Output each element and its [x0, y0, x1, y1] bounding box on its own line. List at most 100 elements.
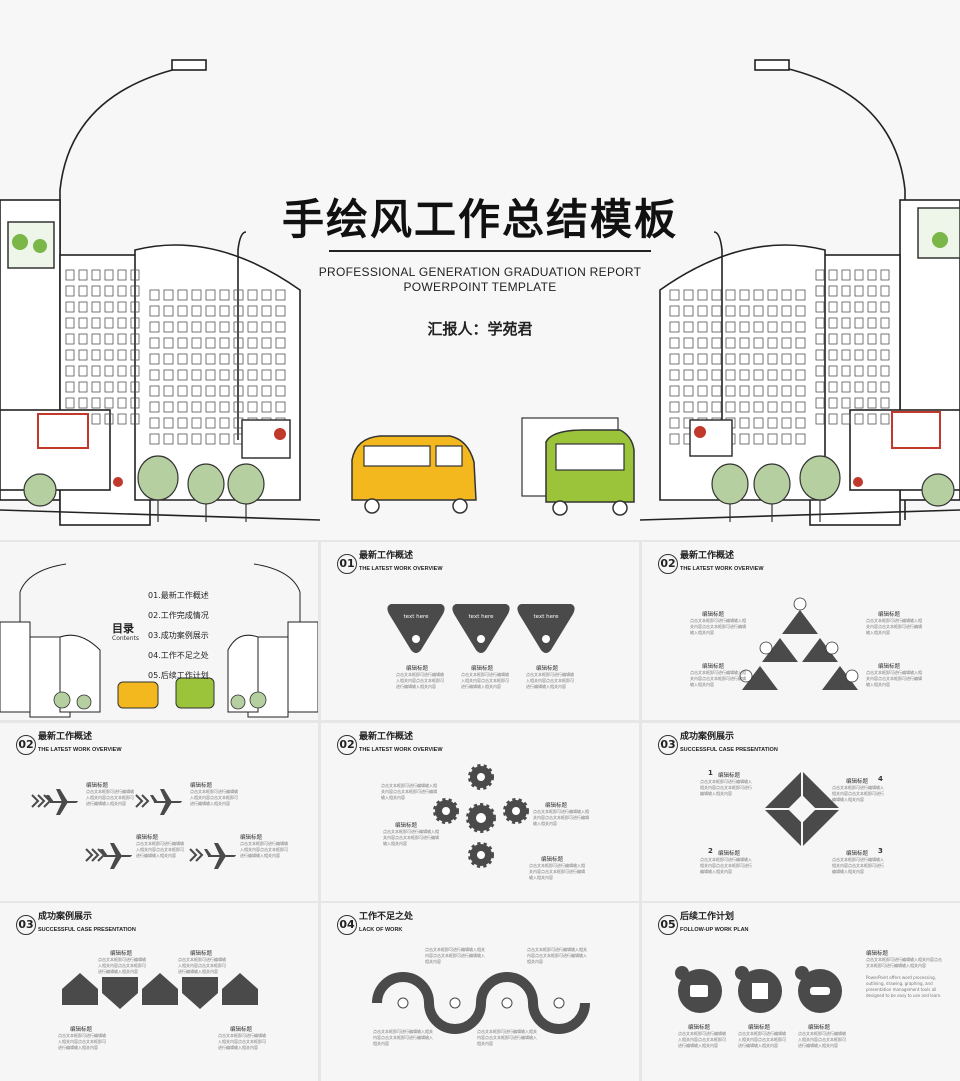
section-title: 成功案例展示	[38, 912, 93, 922]
slide-thumb-01-overview[interactable]: 01 最新工作概述 THE LATEST WORK OVERVIEW text …	[321, 542, 639, 720]
section-title-en: THE LATEST WORK OVERVIEW	[38, 747, 122, 753]
section-title: 最新工作概述	[359, 732, 414, 742]
gears-infographic	[433, 764, 529, 868]
slide-thumb-02-gears[interactable]: 02 最新工作概述 THE LATEST WORK OVERVIEW 点击文本框…	[321, 723, 639, 901]
item-body-3: 点击文本框即可进行编辑输入相关内容点击文本框即可进行编辑输入相关内容	[383, 829, 439, 846]
contents-item-3[interactable]: 03.成功案例展示	[148, 631, 209, 640]
item-label-3: 编辑标题	[395, 823, 418, 829]
slide-thumb-03-arrows[interactable]: 03 成功案例展示 SUCCESSFUL CASE PRESENTATION 编…	[0, 903, 318, 1081]
arrow-up-icon	[142, 973, 178, 1005]
section-number: 01	[337, 554, 357, 574]
item-label-2: 编辑标题	[190, 951, 213, 957]
item-label-1: 编辑标题	[406, 666, 429, 672]
item-body-2: 点击文本框即可进行编辑输入相关内容点击文本框即可进行编辑输入相关内容	[190, 789, 238, 806]
plan-infographic	[675, 966, 842, 1013]
section-title-en: THE LATEST WORK OVERVIEW	[680, 566, 764, 572]
item-label-1: 编辑标题	[110, 951, 133, 957]
slide-thumb-05-plan[interactable]: 05 后续工作计划 FOLLOW-UP WORK PLAN 编辑标题 点击文本框…	[642, 903, 960, 1081]
contents-item-1[interactable]: 01.最新工作概述	[148, 591, 209, 600]
item-body-en: PowerPoint offers word processing, outli…	[866, 975, 942, 998]
triangle-text-2: text here	[468, 614, 494, 620]
section-number: 05	[658, 915, 678, 935]
item-body-3: 点击文本框即可进行编辑输入相关内容点击文本框即可进行编辑输入相关内容	[690, 670, 746, 687]
slide-thumb-02-pyramid[interactable]: 02 最新工作概述 THE LATEST WORK OVERVIEW 编辑标题 …	[642, 542, 960, 720]
item-body-4: 点击文本框即可进行编辑输入相关内容点击文本框即可进行编辑输入相关内容	[218, 1033, 266, 1050]
triangle-text-3: text here	[533, 614, 559, 620]
item-label-4: 编辑标题	[866, 951, 889, 957]
item-body-2: 点击文本框即可进行编辑输入相关内容点击文本框即可进行编辑输入相关内容	[527, 947, 587, 964]
item-label-4: 编辑标题	[541, 857, 564, 863]
section-title-en: LACK OF WORK	[359, 927, 403, 933]
section-number: 04	[337, 915, 357, 935]
slide-thumb-02-airplanes[interactable]: 02 最新工作概述 THE LATEST WORK OVERVIEW 编辑标题 …	[0, 723, 318, 901]
contents-title: 目录	[112, 622, 134, 635]
diamond-infographic	[764, 771, 840, 847]
item-body-4: 点击文本框即可进行编辑输入相关内容点击文本框即可进行编辑输入相关内容	[477, 1029, 537, 1046]
item-body-3: 点击文本框即可进行编辑输入相关内容点击文本框即可进行编辑输入相关内容	[58, 1033, 106, 1050]
item-body-1: 点击文本框即可进行编辑输入相关内容点击文本框即可进行编辑输入相关内容	[690, 618, 746, 635]
airplane-icon	[46, 789, 78, 815]
slide-thumb-contents[interactable]: 目录 Contents 01.最新工作概述 02.工作完成情况 03.成功案例展…	[0, 542, 318, 720]
item-label-2: 编辑标题	[748, 1025, 771, 1031]
contents-item-4[interactable]: 04.工作不足之处	[148, 651, 209, 660]
item-body-4: 点击文本框即可进行编辑输入相关内容点击文本框即可进行编辑输入相关内容	[866, 957, 942, 968]
item-number-4: 4	[878, 775, 883, 783]
section-title-en: THE LATEST WORK OVERVIEW	[359, 747, 443, 753]
cover-subtitle-line2: POWERPOINT TEMPLATE	[403, 280, 557, 294]
yellow-car-icon	[351, 435, 477, 514]
airplane-icon	[100, 843, 132, 869]
item-body-2: 点击文本框即可进行编辑输入相关内容点击文本框即可进行编辑输入相关内容	[461, 672, 509, 689]
slide-thumb-04-wave[interactable]: 04 工作不足之处 LACK OF WORK 点击文本框即可进行编辑输入相关内容…	[321, 903, 639, 1081]
contents-item-5[interactable]: 05.后续工作计划	[148, 671, 209, 680]
section-title: 最新工作概述	[38, 732, 93, 742]
contents-item-2[interactable]: 02.工作完成情况	[148, 611, 209, 620]
contents-title-en: Contents	[112, 635, 139, 642]
arrow-down-icon	[182, 977, 218, 1009]
item-label-2: 编辑标题	[718, 851, 741, 857]
item-label-2: 编辑标题	[545, 803, 568, 809]
item-body-1: 点击文本框即可进行编辑输入相关内容点击文本框即可进行编辑输入相关内容	[86, 789, 134, 806]
section-number: 03	[16, 915, 36, 935]
section-title-en: THE LATEST WORK OVERVIEW	[359, 566, 443, 572]
item-body-4: 点击文本框即可进行编辑输入相关内容点击文本框即可进行编辑输入相关内容	[866, 670, 922, 687]
airplane-icon	[204, 843, 236, 869]
airplane-icon	[150, 789, 182, 815]
cover-slide[interactable]: 手绘风工作总结模板 PROFESSIONAL GENERATION GRADUA…	[0, 0, 960, 540]
section-title: 后续工作计划	[680, 912, 735, 922]
item-label-2: 编辑标题	[471, 666, 494, 672]
slide-thumb-03-diamond[interactable]: 03 成功案例展示 SUCCESSFUL CASE PRESENTATION 1…	[642, 723, 960, 901]
pyramid-infographic	[739, 597, 859, 690]
section-number: 03	[658, 735, 678, 755]
section-title: 工作不足之处	[359, 912, 414, 922]
item-body-1: 点击文本框即可进行编辑输入相关内容点击文本框即可进行编辑输入相关内容	[700, 779, 752, 796]
item-label-3: 编辑标题	[536, 666, 559, 672]
item-number-2: 2	[708, 847, 713, 855]
item-label-3: 编辑标题	[846, 851, 869, 857]
item-body-3: 点击文本框即可进行编辑输入相关内容点击文本框即可进行编辑输入相关内容	[798, 1031, 846, 1048]
arrow-up-icon	[62, 973, 98, 1005]
item-label-3: 编辑标题	[136, 835, 159, 841]
cover-subtitle-line1: PROFESSIONAL GENERATION GRADUATION REPOR…	[318, 265, 642, 279]
item-body-3: 点击文本框即可进行编辑输入相关内容点击文本框即可进行编辑输入相关内容	[136, 841, 184, 858]
item-body-2: 点击文本框即可进行编辑输入相关内容点击文本框即可进行编辑输入相关内容	[866, 618, 922, 635]
item-body-3: 点击文本框即可进行编辑输入相关内容点击文本框即可进行编辑输入相关内容	[832, 857, 884, 874]
item-body-1: 点击文本框即可进行编辑输入相关内容点击文本框即可进行编辑输入相关内容	[98, 957, 146, 974]
section-title: 成功案例展示	[680, 732, 735, 742]
item-body-4: 点击文本框即可进行编辑输入相关内容点击文本框即可进行编辑输入相关内容	[529, 863, 585, 880]
title-divider	[329, 250, 651, 252]
contents-city-illustration	[0, 563, 318, 718]
item-body-1: 点击文本框即可进行编辑输入相关内容点击文本框即可进行编辑输入相关内容	[425, 947, 485, 964]
cover-title: 手绘风工作总结模板	[281, 195, 678, 244]
item-label-1: 编辑标题	[702, 612, 725, 618]
item-label-4: 编辑标题	[240, 835, 263, 841]
section-number: 02	[658, 554, 678, 574]
section-title-en: SUCCESSFUL CASE PRESENTATION	[680, 747, 778, 753]
slide-thumbnail-grid: 目录 Contents 01.最新工作概述 02.工作完成情况 03.成功案例展…	[0, 540, 960, 1081]
item-body-1: 点击文本框即可进行编辑输入相关内容点击文本框即可进行编辑输入相关内容	[381, 783, 437, 800]
item-body-4: 点击文本框即可进行编辑输入相关内容点击文本框即可进行编辑输入相关内容	[240, 841, 288, 858]
item-number-3: 3	[878, 847, 883, 855]
item-body-2: 点击文本框即可进行编辑输入相关内容点击文本框即可进行编辑输入相关内容	[738, 1031, 786, 1048]
item-label-4: 编辑标题	[230, 1027, 253, 1033]
item-label-3: 编辑标题	[70, 1027, 93, 1033]
item-label-3: 编辑标题	[808, 1025, 831, 1031]
